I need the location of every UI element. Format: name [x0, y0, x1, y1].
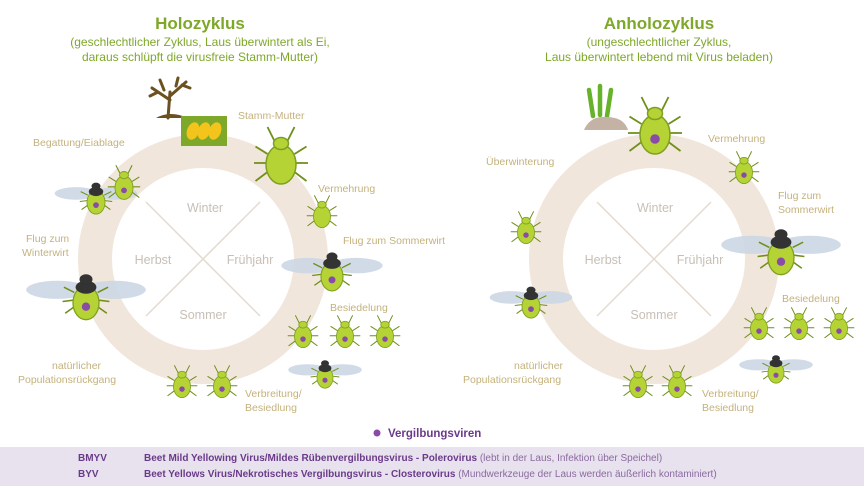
- label-spread-line-2: Besiedlung: [702, 402, 754, 414]
- virus-legend-label: Vergilbungsviren: [388, 428, 481, 440]
- sprouts-icon: [586, 83, 614, 119]
- holocycle-season-summer: Sommer: [179, 308, 226, 322]
- anholocycle-subtitle-line-1: (ungeschlechtlicher Zyklus,: [587, 35, 732, 49]
- anholocycle-title: Anholozyklus: [604, 14, 715, 33]
- label-spread-line-1: Verbreitung/: [702, 388, 759, 400]
- stone-icon: [584, 116, 628, 130]
- label-colonization: Besiedelung: [782, 293, 840, 305]
- label-flight-summer-line-2: Sommerwirt: [778, 204, 834, 216]
- aphid-icon: [369, 314, 401, 349]
- eggs-icon: [181, 116, 227, 146]
- label-spread-line-1: Verbreitung/: [245, 388, 302, 400]
- footer-abbr: BYV: [78, 469, 99, 480]
- holocycle-subtitle-line-1: (geschlechtlicher Zyklus, Laus überwinte…: [70, 35, 329, 49]
- footer-description: Beet Mild Yellowing Virus/Mildes Rübenve…: [144, 453, 662, 464]
- anholocycle-season-spring: Frühjahr: [677, 253, 724, 267]
- label-natural-decline-line-1: natürlicher: [514, 360, 564, 372]
- diagram-canvas: Holozyklus (geschlechtlicher Zyklus, Lau…: [18, 14, 855, 440]
- footer-virus-note: (Mundwerkzeuge der Laus werden äußerlich…: [458, 469, 717, 480]
- holocycle-season-spring: Frühjahr: [227, 253, 274, 267]
- aphid-icon: [627, 96, 683, 155]
- winged-aphid-icon: [720, 228, 842, 276]
- label-flight-winter-line-1: Flug zum: [26, 233, 69, 245]
- winged-aphid-icon: [287, 359, 363, 389]
- label-reproduction: Vermehrung: [318, 183, 375, 195]
- label-flight-winter-line-2: Winterwirt: [22, 247, 69, 259]
- footer-abbr: BMYV: [78, 453, 107, 464]
- holocycle-title: Holozyklus: [155, 14, 245, 33]
- anholocycle-season-autumn: Herbst: [585, 253, 622, 267]
- label-natural-decline-line-2: Populationsrückgang: [463, 374, 561, 386]
- aphid-icon: [823, 306, 855, 341]
- label-flight-summer: Flug zum Sommerwirt: [343, 235, 445, 247]
- footer-description: Beet Yellows Virus/Nekrotisches Vergilbu…: [144, 469, 717, 480]
- anholocycle-season-winter: Winter: [637, 201, 673, 215]
- label-spread-line-2: Besiedlung: [245, 402, 297, 414]
- label-mating: Begattung/Eiablage: [33, 137, 125, 149]
- anholocycle-season-summer: Sommer: [630, 308, 677, 322]
- label-stem-mother: Stamm-Mutter: [238, 110, 305, 122]
- footer-virus-name: Beet Mild Yellowing Virus/Mildes Rübenve…: [144, 453, 478, 464]
- winged-aphid-icon: [738, 354, 814, 384]
- aphid-icon: [329, 314, 361, 349]
- label-overwintering: Überwinterung: [486, 156, 554, 168]
- label-natural-decline-line-2: Populationsrückgang: [18, 374, 116, 386]
- virus-legend-dot: [373, 429, 381, 437]
- label-natural-decline-line-1: natürlicher: [52, 360, 102, 372]
- holocycle-season-autumn: Herbst: [135, 253, 172, 267]
- anholocycle-divider: [596, 201, 712, 317]
- holocycle-subtitle-line-2: daraus schlüpft die virusfreie Stamm-Mut…: [82, 50, 318, 64]
- footer-virus-name: Beet Yellows Virus/Nekrotisches Vergilbu…: [144, 469, 456, 480]
- footer-virus-note: (lebt in der Laus, Infektion über Speich…: [479, 453, 663, 464]
- footer-virus-key: BMYV Beet Mild Yellowing Virus/Mildes Rü…: [0, 447, 864, 486]
- label-flight-summer-line-1: Flug zum: [778, 190, 821, 202]
- aphid-icon: [783, 306, 815, 341]
- anholocycle-subtitle-line-2: Laus überwintert lebend mit Virus belade…: [545, 50, 773, 64]
- holocycle-season-winter: Winter: [187, 201, 223, 215]
- label-reproduction: Vermehrung: [708, 133, 765, 145]
- holocycle-divider: [145, 201, 261, 317]
- label-colonization: Besiedelung: [330, 302, 388, 314]
- tree-icon: [148, 76, 192, 120]
